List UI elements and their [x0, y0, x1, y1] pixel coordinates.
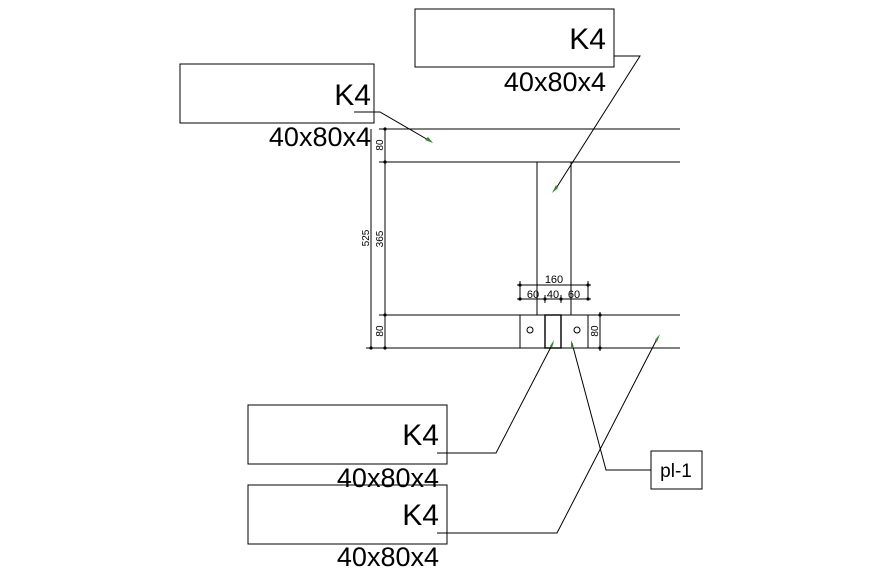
member-tag-2: K4 40x80x4 — [179, 63, 375, 152]
dim-left-bottom: 80 — [375, 325, 386, 337]
dim-left-top: 80 — [375, 139, 386, 151]
plate-tag-label: pl-1 — [660, 461, 692, 482]
member-tag-3: K4 40x80x4 — [247, 404, 448, 493]
vertical-post — [536, 162, 572, 315]
plate-height-dimension: 80 — [590, 312, 604, 351]
dim-seg-mid: 40 — [547, 289, 559, 301]
dim-seg-left: 60 — [527, 289, 539, 301]
member-tag-4: K4 40x80x4 — [247, 484, 448, 572]
tag-4-size: 40x80x4 — [337, 542, 439, 572]
member-tag-1: K4 40x80x4 — [414, 8, 615, 97]
tag-4-name: K4 — [402, 499, 439, 532]
plate-width-dimension: 160 60 40 60 — [517, 274, 591, 303]
dim-left-total: 525 — [361, 229, 372, 246]
tag-2-name: K4 — [334, 79, 371, 112]
tag-3-size: 40x80x4 — [337, 463, 439, 493]
dim-left-mid: 365 — [375, 230, 386, 247]
tag-1-name: K4 — [569, 23, 606, 56]
bottom-beam — [382, 314, 680, 349]
tag-2-size: 40x80x4 — [269, 122, 371, 152]
plate-tag: pl-1 — [650, 450, 703, 490]
dim-plate-height: 80 — [590, 325, 601, 337]
left-dimension-chain: 525 80 365 80 — [361, 127, 392, 350]
connection-plate — [519, 314, 589, 349]
leader-arrowheads — [425, 137, 660, 348]
tag-3-name: K4 — [402, 419, 439, 452]
top-beam — [382, 128, 680, 163]
tag-1-size: 40x80x4 — [504, 67, 606, 97]
dim-seg-right: 60 — [568, 289, 580, 301]
leader-lines — [354, 55, 659, 534]
dim-plate-width: 160 — [545, 274, 563, 286]
